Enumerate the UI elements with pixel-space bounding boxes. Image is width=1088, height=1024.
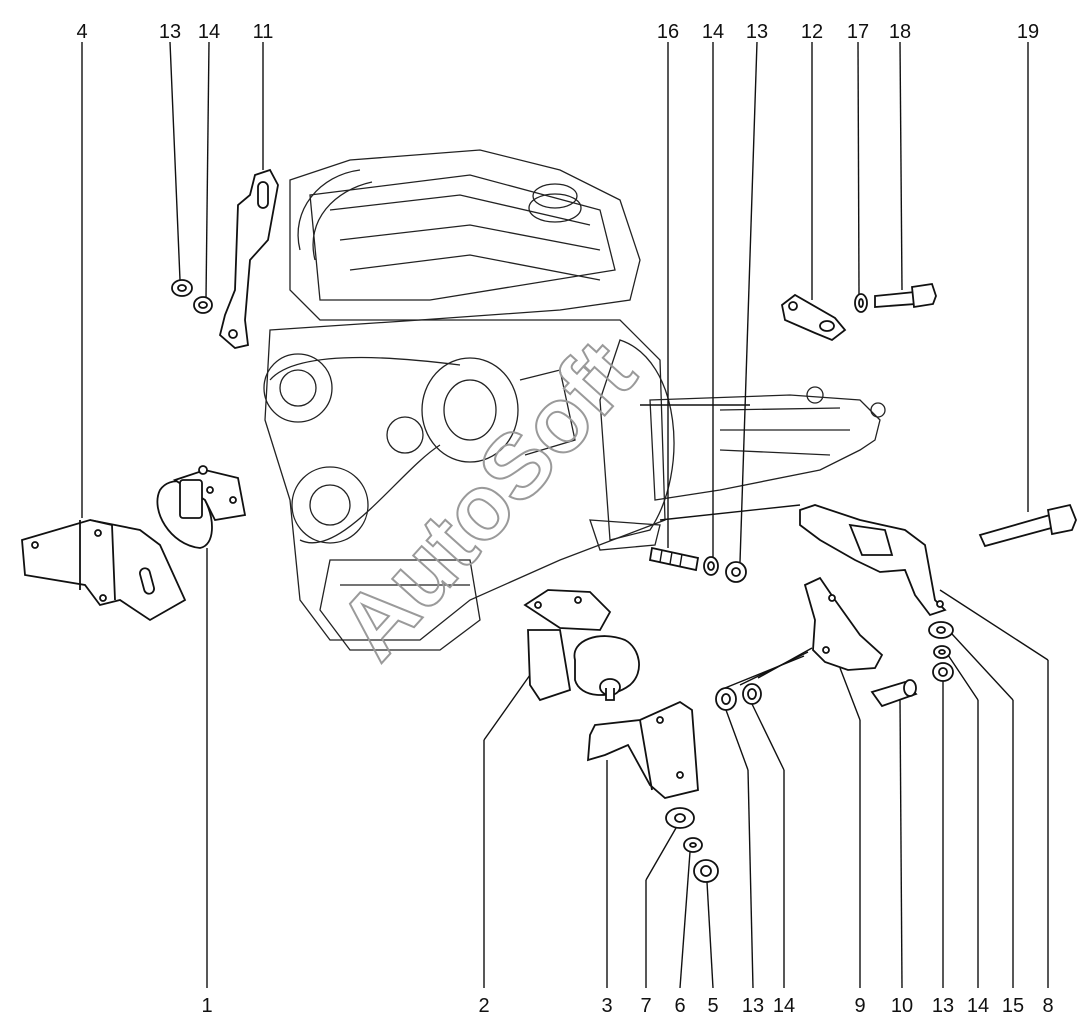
part-3-lower-bracket	[586, 700, 699, 799]
callout-17: 17	[847, 21, 869, 43]
callout-16: 16	[657, 21, 679, 43]
part-17-washer	[854, 293, 868, 313]
part-8-right-bracket	[799, 504, 947, 617]
callouts-bottom: 1 2 3 7 6 5 13 14 9 10 13 14 15 8	[201, 995, 1053, 1017]
callout-19: 19	[1017, 21, 1039, 43]
part-16-stud	[648, 546, 700, 572]
part-11-upper-bracket	[218, 168, 279, 349]
part-9-angled-bracket	[803, 576, 884, 671]
leader-lines	[81, 41, 1049, 989]
callout-18: 18	[889, 21, 911, 43]
callout-9: 9	[854, 995, 865, 1017]
callout-10: 10	[891, 995, 913, 1017]
part-12-small-bracket	[781, 293, 847, 342]
part-14-washer-right	[933, 645, 951, 659]
part-14-washer-middle	[742, 683, 762, 705]
callout-14: 14	[967, 995, 989, 1017]
part-1-left-rubber-mount	[156, 465, 247, 549]
part-13-nut-centre	[725, 561, 747, 583]
part-13-nut-top-left	[171, 279, 193, 297]
callout-2: 2	[478, 995, 489, 1017]
part-5-nut	[693, 859, 719, 883]
callout-8: 8	[1042, 995, 1053, 1017]
part-2-main-rubber-mount	[523, 589, 640, 702]
part-13-nut-right	[932, 662, 954, 682]
callout-7: 7	[640, 995, 651, 1017]
callout-11: 11	[253, 21, 274, 43]
callouts-top: 4 13 14 11 16 14 13 12 17 18 19	[76, 21, 1039, 43]
part-10-sleeve	[870, 679, 918, 708]
part-14-washer-top-left	[193, 296, 213, 314]
part-13-nut-middle	[715, 687, 737, 711]
part-14-washer-centre	[703, 556, 719, 576]
callout-13: 13	[159, 21, 181, 43]
part-6-washer	[683, 837, 703, 853]
part-15-washer	[928, 621, 954, 639]
part-7-washer	[665, 807, 695, 829]
callout-14: 14	[198, 21, 220, 43]
callout-13: 13	[746, 21, 768, 43]
callout-1: 1	[201, 995, 212, 1017]
callout-14: 14	[702, 21, 724, 43]
callout-3: 3	[601, 995, 612, 1017]
callout-13: 13	[932, 995, 954, 1017]
engine-assembly	[263, 149, 886, 651]
callout-15: 15	[1002, 995, 1024, 1017]
part-18-bolt	[874, 282, 937, 309]
part-19-long-bolt	[978, 503, 1077, 548]
callout-4: 4	[76, 21, 87, 43]
callout-5: 5	[707, 995, 718, 1017]
callout-14: 14	[773, 995, 795, 1017]
callout-6: 6	[674, 995, 685, 1017]
callout-13: 13	[742, 995, 764, 1017]
watermark-text: AutoSoft	[319, 322, 655, 679]
callout-12: 12	[801, 21, 823, 43]
part-4-left-bracket	[21, 519, 187, 622]
